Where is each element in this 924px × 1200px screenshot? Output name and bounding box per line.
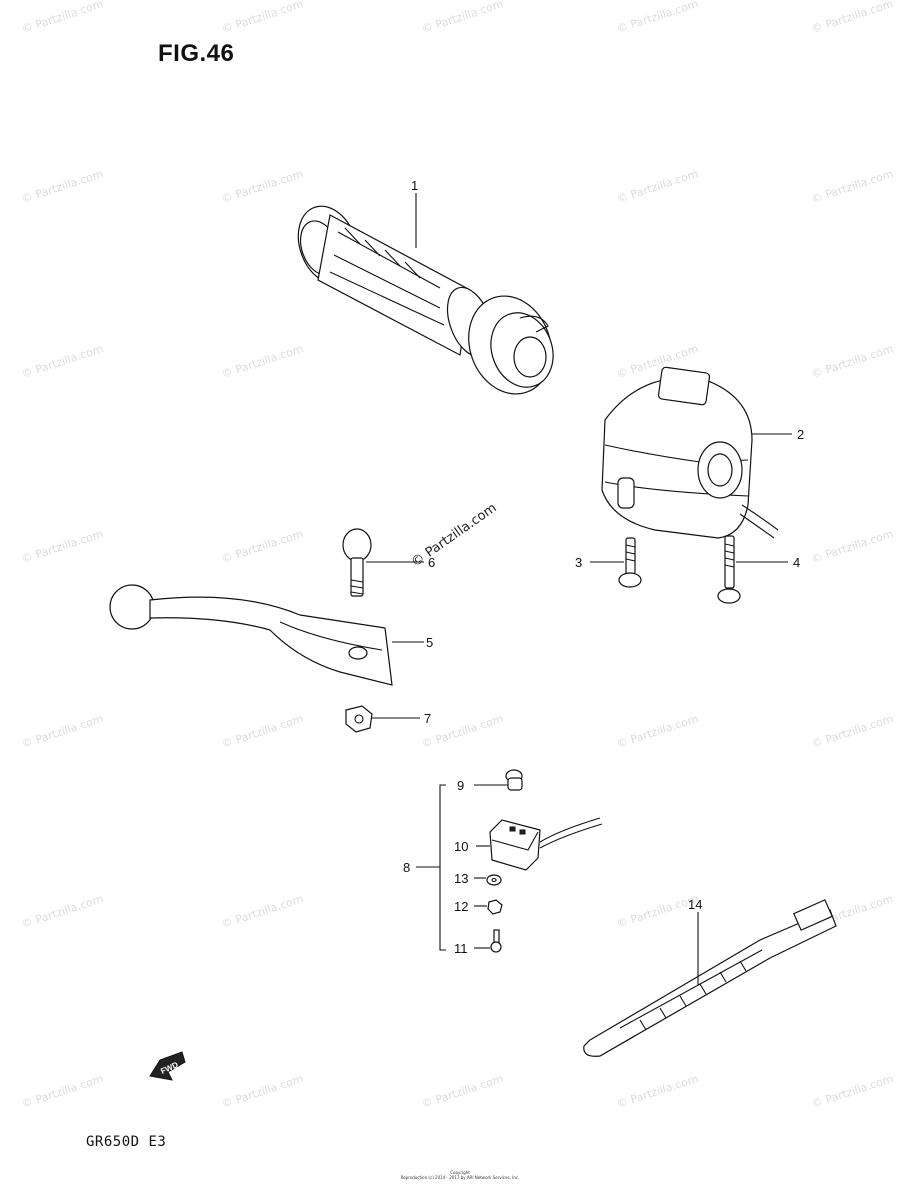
switch-housing-drawing: [601, 366, 779, 539]
callout-9: 9: [457, 778, 464, 793]
callout-labels: 1 2 3 4 5 6 7 8 9 10 11 12 13 14: [403, 178, 804, 956]
callout-6: 6: [428, 555, 435, 570]
switch-10-drawing: [489, 817, 603, 871]
grip-drawing: [297, 205, 554, 395]
clamp-14-drawing: [583, 899, 837, 1057]
lever-drawing: [109, 584, 393, 686]
callout-8: 8: [403, 860, 410, 875]
callout-4: 4: [793, 555, 800, 570]
screw-11-drawing: [490, 929, 502, 953]
callout-2: 2: [797, 427, 804, 442]
callout-10: 10: [454, 839, 468, 854]
fwd-arrow-icon: FWD: [149, 1051, 186, 1081]
model-code: GR650D E3: [86, 1134, 167, 1150]
washer-13-drawing: [486, 874, 502, 886]
assembly-bracket-8: [439, 784, 446, 951]
copyright-line-2: Reproduction (c) 2014 - 2017 by ARI Netw…: [400, 1175, 520, 1180]
screw-9-drawing: [505, 769, 523, 791]
pivot-bolt-drawing: [342, 528, 372, 597]
screw-3-drawing: [618, 537, 642, 588]
screw-4-drawing: [717, 535, 741, 604]
callout-1: 1: [411, 178, 418, 193]
nut-7-drawing: [345, 705, 373, 733]
callout-3: 3: [575, 555, 582, 570]
copyright-notice: Copyright Reproduction (c) 2014 - 2017 b…: [380, 1170, 540, 1180]
callout-7: 7: [424, 711, 431, 726]
nut-12-drawing: [487, 899, 503, 915]
callout-12: 12: [454, 899, 468, 914]
copyright-line-1: Copyright: [450, 1170, 470, 1175]
figure-title: FIG.46: [158, 40, 235, 67]
callout-13: 13: [454, 871, 468, 886]
callout-5: 5: [426, 635, 433, 650]
callout-11: 11: [454, 941, 468, 956]
callout-14: 14: [688, 897, 702, 912]
